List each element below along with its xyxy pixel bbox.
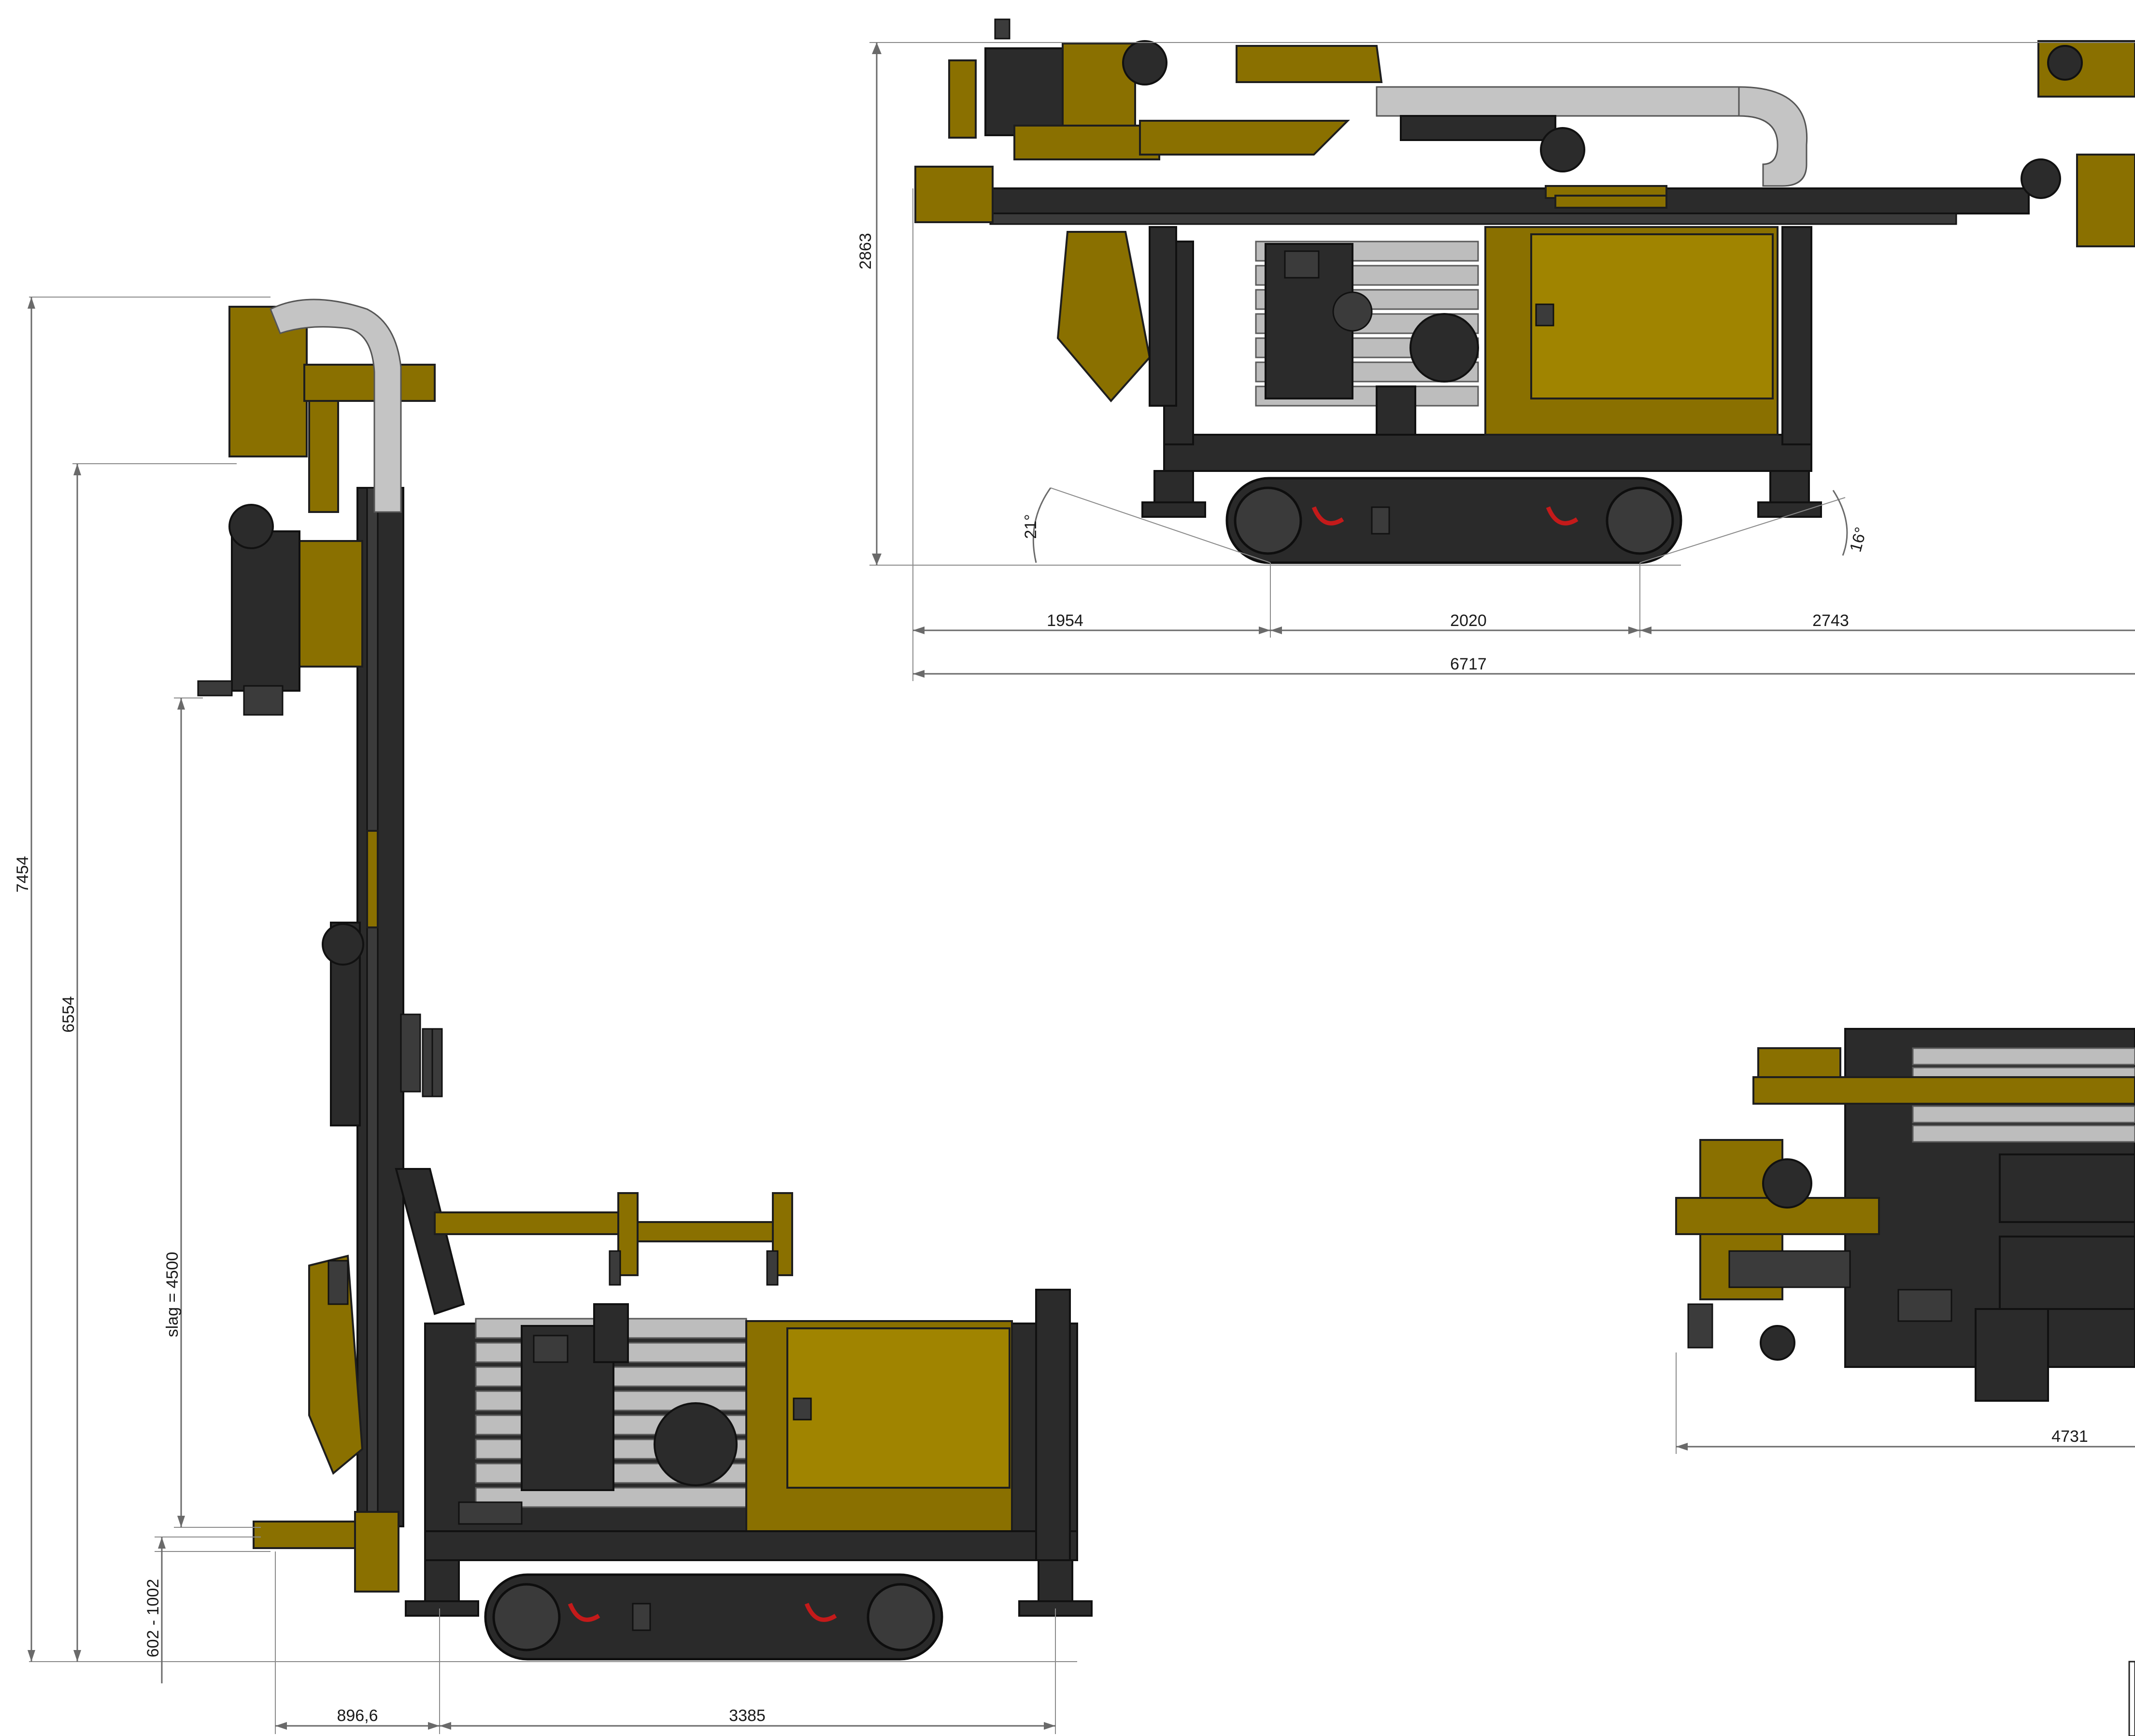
mast-horizontal	[989, 187, 2030, 214]
dim-angle-21: 21°	[1022, 514, 1040, 539]
dim-stroke-4500: slag = 4500	[163, 1252, 182, 1338]
rotary-head	[948, 18, 1167, 160]
pump-side	[654, 1402, 738, 1486]
top-drive	[197, 504, 363, 716]
mast-strut	[395, 1168, 465, 1315]
crawler-track-side	[484, 1573, 943, 1661]
rear-frame-post	[1035, 1289, 1071, 1561]
dim-base-length-3385: 3385	[729, 1707, 766, 1725]
dim-front-overhang-1954: 1954	[1047, 612, 1083, 630]
mast-head-sheave	[2076, 154, 2135, 247]
outrigger-rear-side	[1038, 1559, 1073, 1605]
dim-total-length-6717: 6717	[1450, 655, 1487, 673]
valve-block	[400, 1013, 443, 1097]
dim-height-2863: 2863	[856, 233, 875, 270]
lifting-hook-front	[1311, 506, 1344, 526]
dim-clamp-range-602-1002: 602 - 1002	[144, 1579, 162, 1658]
dim-angle-16: 16°	[1846, 525, 1870, 554]
transport-view: 2863 21° 16° 1954 2020 2743 6717	[856, 18, 2135, 681]
mast-foot	[914, 166, 994, 223]
chassis-post-rear	[1781, 226, 1812, 445]
mast-cable-chain	[270, 299, 402, 513]
working-view: 7454 6554 slag = 4500 602 - 1002 896,6 3…	[14, 297, 1093, 1734]
plan-mast	[1752, 1076, 2135, 1105]
mast-vertical	[356, 487, 404, 1527]
dim-mast-height-6554: 6554	[59, 996, 78, 1033]
title-block-corner	[2128, 1661, 2135, 1736]
chassis-frame	[1163, 434, 1812, 472]
lifting-hook-rear	[1546, 506, 1579, 526]
engine-cover-door-side	[786, 1327, 1011, 1489]
boom-arm	[1139, 120, 1350, 156]
dim-offset-896-6: 896,6	[337, 1707, 378, 1725]
cable-carrier-chain	[1376, 86, 1808, 187]
rod-handler-boom	[434, 1211, 629, 1235]
dim-plan-length-4731: 4731	[2051, 1427, 2088, 1446]
control-display	[1284, 250, 1320, 279]
front-stabilizer	[1056, 231, 1151, 403]
cover-latch	[1535, 303, 1554, 327]
dim-total-height-7454: 7454	[14, 856, 32, 893]
dim-track-length-2020: 2020	[1450, 612, 1487, 630]
crawler-track	[1225, 477, 1682, 564]
display-side	[533, 1335, 569, 1363]
front-stabilizer-vertical	[308, 1254, 364, 1475]
outrigger-front-side	[424, 1559, 460, 1605]
hydraulic-pump	[1409, 313, 1479, 383]
boom-tray	[1236, 45, 1383, 83]
lifting-hook-rear-side	[804, 1603, 837, 1622]
engine-cover-door	[1530, 233, 1774, 399]
plan-view: 4731	[1675, 1028, 2135, 1454]
dim-rear-overhang-2743: 2743	[1812, 612, 1849, 630]
plan-outrigger	[1975, 1308, 2049, 1402]
mast-foot-clamp	[253, 1521, 358, 1549]
lifting-hook-front-side	[568, 1603, 600, 1622]
